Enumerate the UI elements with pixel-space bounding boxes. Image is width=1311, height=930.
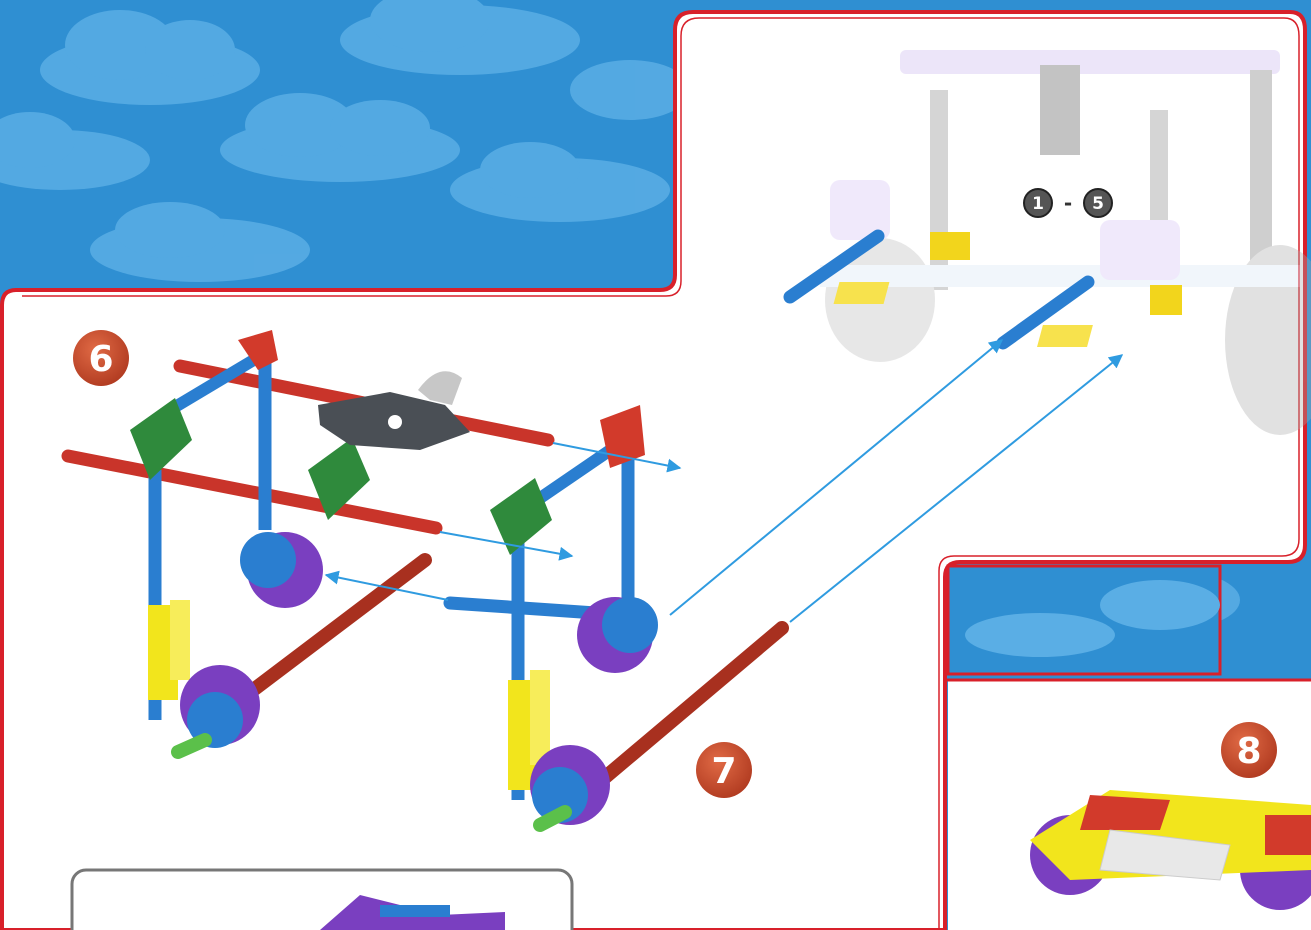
step-6-number: 6: [88, 339, 113, 380]
range-from: 1: [1032, 194, 1044, 214]
step-8-number: 8: [1236, 731, 1261, 772]
detail-inset-box: [72, 870, 572, 930]
range-to: 5: [1092, 194, 1104, 214]
range-separator: -: [1064, 191, 1072, 215]
previous-steps-label: 1 - 5: [1024, 189, 1112, 217]
step-6-badge: 6: [73, 330, 129, 386]
step-7-badge: 7: [696, 742, 752, 798]
step-8-badge: 8: [1221, 722, 1277, 778]
sky-inset: [948, 566, 1220, 674]
step-7-number: 7: [711, 751, 736, 792]
